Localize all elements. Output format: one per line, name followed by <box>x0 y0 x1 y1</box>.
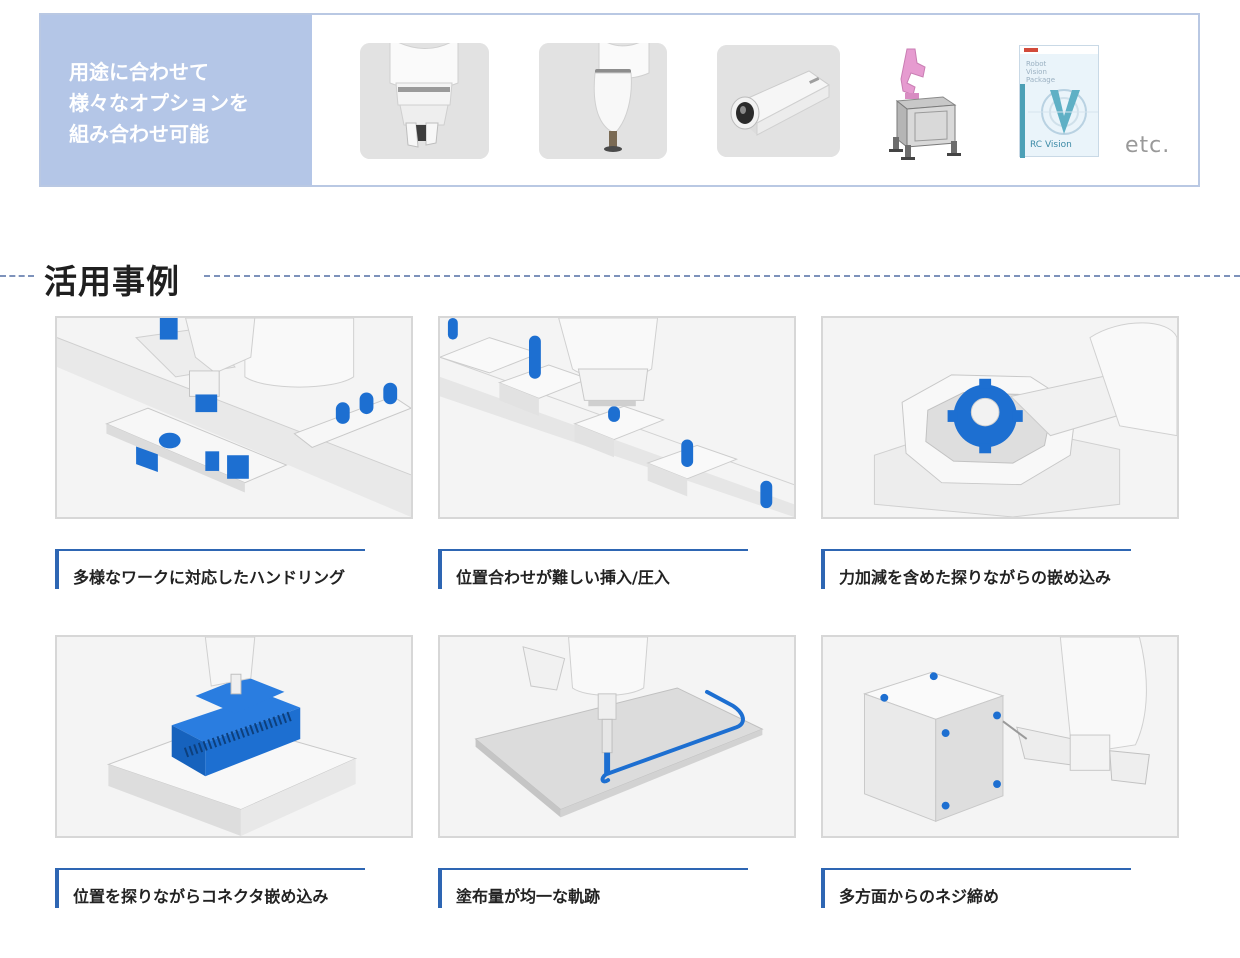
case-caption-insertion: 位置合わせが難しい挿入/圧入 <box>438 549 796 589</box>
options-lead-text: 用途に合わせて 様々なオプションを 組み合わせ可能 <box>41 15 312 185</box>
section-title: 活用事例 <box>44 262 180 301</box>
robot-on-stand-icon <box>885 43 965 163</box>
package-brand-text: RC Vision <box>1030 140 1072 150</box>
dashed-rule-right <box>204 275 1240 277</box>
dashed-rule-left <box>0 275 34 277</box>
case-caption-screwing: 多方面からのネジ締め <box>821 868 1179 908</box>
caption-text-fitting: 力加減を含めた探りながらの嵌め込み <box>839 568 1112 587</box>
caption-text-insertion: 位置合わせが難しい挿入/圧入 <box>456 568 670 587</box>
case-card-insertion: 位置合わせが難しい挿入/圧入 <box>438 316 796 589</box>
camera-icon <box>717 45 840 157</box>
case-card-screwing: 多方面からのネジ締め <box>821 635 1179 908</box>
package-label-line-3: Package <box>1026 76 1056 84</box>
vision-package-icon: Robot Vision Package RC Vision <box>1019 45 1099 158</box>
options-banner: 用途に合わせて 様々なオプションを 組み合わせ可能 <box>39 13 1200 187</box>
option-items: Robot Vision Package RC Vision etc. <box>312 15 1198 185</box>
case-illustration-handling <box>55 316 413 519</box>
case-caption-dispensing: 塗布量が均一な軌跡 <box>438 868 796 908</box>
case-card-connector: 位置を探りながらコネクタ嵌め込み <box>55 635 413 908</box>
case-card-handling: 多様なワークに対応したハンドリング <box>55 316 413 589</box>
case-illustration-screwing <box>821 635 1179 838</box>
case-card-dispensing: 塗布量が均一な軌跡 <box>438 635 796 908</box>
suction-tool-icon <box>539 43 667 159</box>
case-card-fitting: 力加減を含めた探りながらの嵌め込み <box>821 316 1179 589</box>
case-caption-connector: 位置を探りながらコネクタ嵌め込み <box>55 868 413 908</box>
case-illustration-insertion <box>438 316 796 519</box>
case-caption-handling: 多様なワークに対応したハンドリング <box>55 549 413 589</box>
lead-line-1: 用途に合わせて <box>69 60 209 84</box>
lead-line-3: 組み合わせ可能 <box>69 122 209 146</box>
package-label-line-1: Robot <box>1026 60 1047 68</box>
caption-text-dispensing: 塗布量が均一な軌跡 <box>456 887 601 906</box>
caption-text-connector: 位置を探りながらコネクタ嵌め込み <box>73 887 329 906</box>
caption-text-screwing: 多方面からのネジ締め <box>839 887 1000 906</box>
caption-text-handling: 多様なワークに対応したハンドリング <box>73 568 346 587</box>
section-heading: 活用事例 <box>0 250 1240 301</box>
case-caption-fitting: 力加減を含めた探りながらの嵌め込み <box>821 549 1179 589</box>
case-illustration-connector <box>55 635 413 838</box>
lead-line-2: 様々なオプションを <box>69 91 249 115</box>
gripper-hand-icon <box>360 43 489 159</box>
case-illustration-dispensing <box>438 635 796 838</box>
package-label-line-2: Vision <box>1026 68 1047 76</box>
etc-label: etc. <box>1125 133 1171 158</box>
case-illustration-fitting <box>821 316 1179 519</box>
